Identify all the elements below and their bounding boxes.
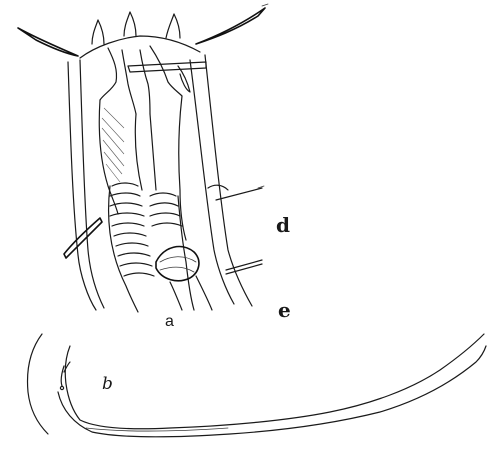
cephalic-papilla-3 [166,14,180,38]
left-seta [18,28,78,56]
pharynx-centre-right [150,114,156,190]
cephalic-papilla-1 [92,20,104,44]
body-wall-right-inner [190,60,234,304]
right-seta [196,8,265,44]
body-outline-outer [28,334,48,434]
right-seta-tip [262,4,268,6]
annulated-oesophagus [109,183,194,312]
lip-left [100,48,117,100]
stylet-bar [128,62,206,72]
label-d: d [276,213,290,237]
intestine-left [170,282,182,310]
intestine-right [196,276,212,310]
anterior-end-panel [18,4,268,312]
basal-bulb [156,247,199,281]
pharynx-hatching [102,108,124,182]
label-b: b [102,374,113,394]
label-e: e [278,298,291,322]
pharynx-centre-left [135,114,142,190]
cephalic-papilla-2 [124,12,136,36]
body-outline-inner-head [65,334,484,429]
head-cap [80,36,200,58]
label-a: a [165,313,174,331]
whole-body-panel [28,334,486,437]
body-outline-ventral [58,346,486,437]
body-wall-left-inner [80,60,104,308]
head-papilla-b [60,386,63,389]
buccal-cavity [122,50,150,114]
right-pin-seta-upper [208,185,262,200]
basal-bulb-valve [160,257,196,272]
left-pin-seta [64,218,102,258]
